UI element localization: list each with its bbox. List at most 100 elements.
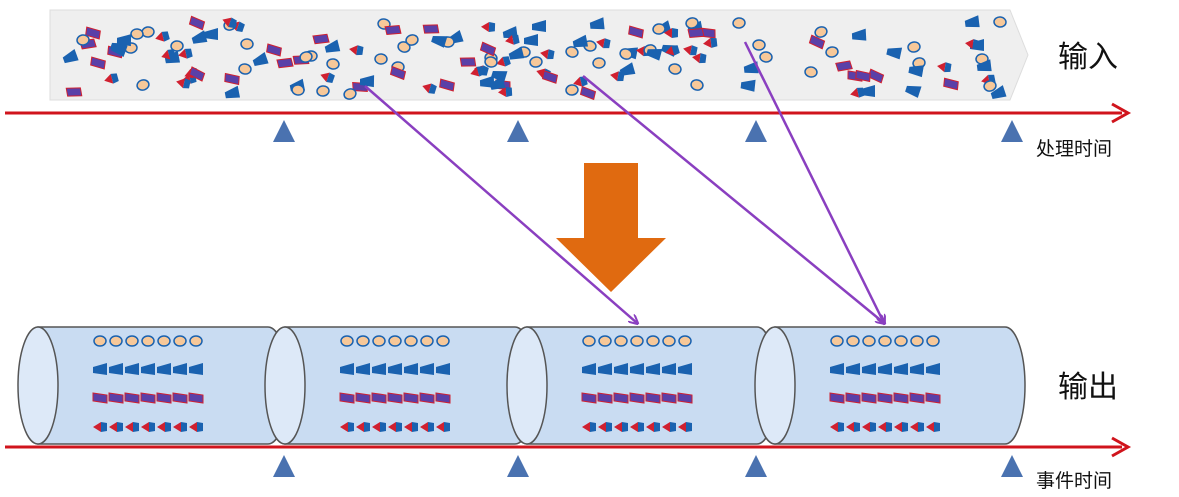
trapezoid-event-icon	[125, 363, 139, 375]
circle-event-icon	[372, 335, 386, 347]
triangle-event-icon	[646, 422, 660, 432]
circle-event-icon	[299, 51, 313, 63]
event-tick	[745, 455, 767, 477]
processing-tick	[745, 120, 767, 142]
circle-event-icon	[878, 335, 892, 347]
trapezoid-event-icon	[851, 28, 867, 41]
circle-event-icon	[157, 335, 171, 347]
circle-event-icon	[76, 34, 90, 46]
triangle-event-icon	[349, 45, 364, 56]
trapezoid-event-icon	[340, 363, 354, 375]
mapping-arrow	[743, 41, 884, 323]
circle-event-icon	[662, 335, 676, 347]
circle-event-icon	[690, 79, 704, 91]
parallelogram-event-icon	[687, 27, 705, 39]
circle-event-icon	[907, 41, 921, 53]
parallelogram-event-icon	[835, 60, 853, 72]
circle-event-icon	[291, 84, 305, 96]
circle-event-icon	[240, 38, 254, 50]
circle-event-icon	[170, 40, 184, 52]
parallelogram-event-icon	[156, 392, 172, 404]
circle-event-icon	[619, 48, 633, 60]
circle-event-icon	[529, 56, 543, 68]
circle-event-icon	[646, 335, 660, 347]
parallelogram-event-icon	[403, 392, 419, 404]
circle-event-icon	[484, 56, 498, 68]
triangle-event-icon	[505, 34, 520, 45]
trapezoid-event-icon	[388, 363, 402, 375]
circle-event-icon	[340, 335, 354, 347]
window-cylinder	[17, 326, 289, 445]
trapezoid-event-icon	[204, 28, 218, 40]
triangle-event-icon	[176, 78, 191, 89]
parallelogram-event-icon	[172, 392, 188, 404]
parallelogram-event-icon	[387, 392, 403, 404]
parallelogram-event-icon	[339, 392, 355, 404]
parallelogram-event-icon	[613, 392, 629, 404]
trapezoid-event-icon	[436, 363, 450, 375]
triangle-event-icon	[926, 422, 940, 432]
trapezoid-event-icon	[630, 363, 644, 375]
circle-event-icon	[405, 34, 419, 46]
parallelogram-event-icon	[808, 34, 826, 50]
trapezoid-event-icon	[646, 363, 660, 375]
triangle-event-icon	[109, 422, 123, 432]
processing-tick	[507, 120, 529, 142]
parallelogram-event-icon	[893, 392, 909, 404]
triangle-event-icon	[189, 422, 203, 432]
triangle-event-icon	[157, 422, 171, 432]
processing-time-axis	[5, 102, 1132, 124]
circle-event-icon	[926, 335, 940, 347]
trapezoid-event-icon	[224, 85, 241, 99]
trapezoid-event-icon	[614, 363, 628, 375]
circle-event-icon	[238, 63, 252, 75]
trapezoid-event-icon	[589, 17, 605, 30]
circle-event-icon	[374, 53, 388, 65]
trapezoid-event-icon	[173, 363, 187, 375]
circle-event-icon	[141, 26, 155, 38]
circle-event-icon	[173, 335, 187, 347]
circle-event-icon	[109, 335, 123, 347]
trapezoid-event-icon	[324, 39, 341, 53]
circle-event-icon	[125, 335, 139, 347]
circle-event-icon	[316, 85, 330, 97]
circle-event-icon	[388, 335, 402, 347]
transform-arrow	[556, 163, 666, 292]
triangle-event-icon	[846, 422, 860, 432]
triangle-event-icon	[910, 422, 924, 432]
triangle-event-icon	[664, 28, 679, 39]
parallelogram-event-icon	[90, 56, 106, 70]
window-cylinder	[506, 326, 778, 445]
circle-event-icon	[404, 335, 418, 347]
trapezoid-event-icon	[62, 48, 79, 64]
triangle-event-icon	[665, 45, 680, 56]
circle-event-icon	[652, 23, 666, 35]
trapezoid-event-icon	[926, 363, 940, 375]
mapping-arrow	[364, 85, 637, 323]
circle-event-icon	[894, 335, 908, 347]
circle-event-icon	[582, 335, 596, 347]
trapezoid-event-icon	[662, 363, 676, 375]
triangle-event-icon	[630, 422, 644, 432]
circle-event-icon	[993, 16, 1007, 28]
trapezoid-event-icon	[508, 46, 525, 60]
triangle-event-icon	[125, 422, 139, 432]
trapezoid-event-icon	[598, 363, 612, 375]
parallelogram-event-icon	[188, 15, 206, 31]
trapezoid-event-icon	[886, 47, 903, 60]
trapezoid-event-icon	[189, 363, 203, 375]
parallelogram-event-icon	[140, 392, 156, 404]
trapezoid-event-icon	[252, 52, 269, 67]
parallelogram-event-icon	[312, 33, 330, 45]
parallelogram-event-icon	[829, 392, 845, 404]
parallelogram-event-icon	[276, 57, 294, 69]
parallelogram-event-icon	[541, 70, 559, 84]
triangle-event-icon	[173, 422, 187, 432]
trapezoid-event-icon	[990, 85, 1007, 99]
circle-event-icon	[983, 80, 997, 92]
triangle-event-icon	[683, 45, 698, 56]
circle-event-icon	[141, 335, 155, 347]
trapezoid-event-icon	[157, 363, 171, 375]
circle-event-icon	[565, 84, 579, 96]
circle-event-icon	[630, 335, 644, 347]
